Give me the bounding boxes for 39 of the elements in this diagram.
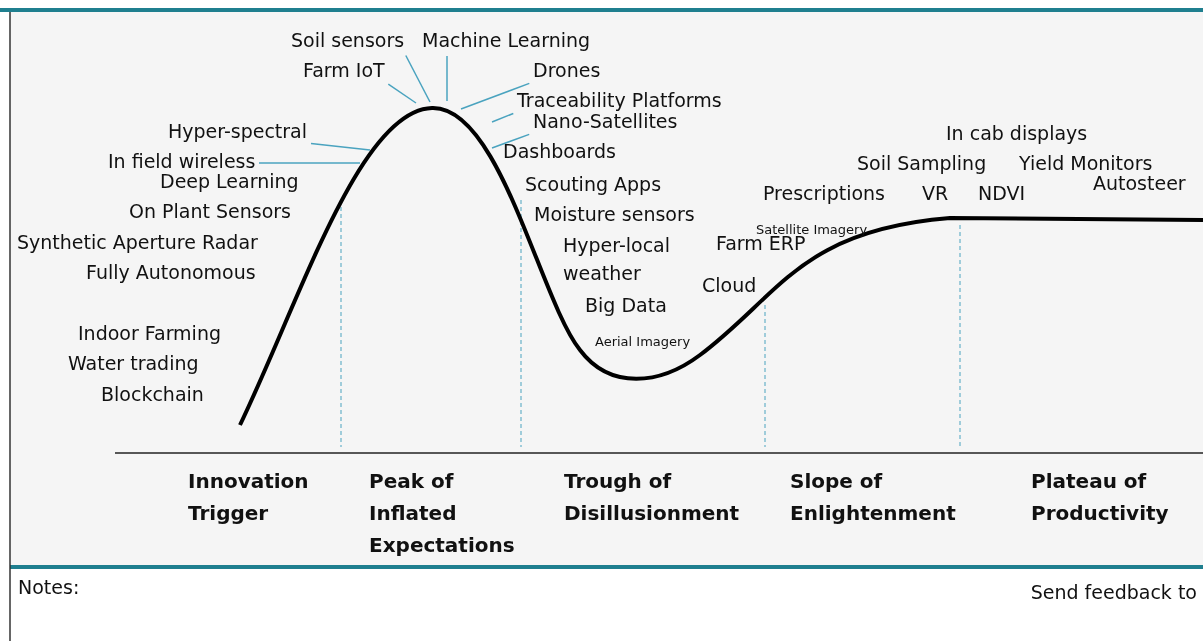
technology-label: Hyper-spectral: [168, 119, 307, 143]
leader-line: [405, 54, 431, 103]
technology-label: Soil sensors: [291, 28, 405, 52]
phase-label: Plateau of Productivity: [1031, 468, 1170, 527]
technology-label: Indoor Farming: [78, 321, 221, 345]
phase-label: Slope of Enlightenment: [790, 468, 957, 527]
technology-label: Prescriptions: [763, 181, 885, 205]
technology-label: NDVI: [978, 181, 1026, 205]
leader-line: [310, 142, 371, 151]
technology-label: In cab displays: [946, 121, 1088, 145]
technology-label: Blockchain: [101, 382, 204, 406]
leader-line: [491, 133, 530, 149]
notes-label: Notes:: [18, 575, 80, 599]
leader-line: [460, 82, 531, 110]
technology-label: Traceability Platforms: [517, 88, 722, 112]
technology-label: VR: [922, 181, 949, 205]
technology-label: Cloud: [702, 273, 757, 297]
technology-label: Farm IoT: [303, 58, 385, 82]
feedback-text: Send feedback to: [1030, 580, 1197, 604]
technology-label: On Plant Sensors: [129, 199, 291, 223]
technology-label: Dashboards: [503, 139, 616, 163]
technology-label: Soil Sampling: [857, 151, 987, 175]
technology-label: Big Data: [585, 293, 667, 317]
phase-label: Trough of Disillusionment: [564, 468, 741, 527]
technology-label: Aerial Imagery: [595, 334, 691, 350]
phase-label: Innovation Trigger: [188, 468, 310, 527]
technology-label: Scouting Apps: [525, 172, 662, 196]
technology-label: Hyper-local weather: [563, 233, 671, 286]
technology-label: Drones: [533, 58, 601, 82]
leader-line: [491, 112, 515, 123]
phase-label: Peak of Inflated Expectations: [369, 468, 516, 559]
technology-label: Fully Autonomous: [86, 260, 256, 284]
technology-label: Machine Learning: [422, 28, 591, 52]
leader-line: [387, 83, 417, 104]
technology-label: Water trading: [68, 351, 199, 375]
leader-line: [446, 55, 448, 102]
technology-label: Moisture sensors: [534, 202, 695, 226]
leader-line: [258, 162, 361, 164]
technology-label: Synthetic Aperture Radar: [17, 230, 258, 254]
